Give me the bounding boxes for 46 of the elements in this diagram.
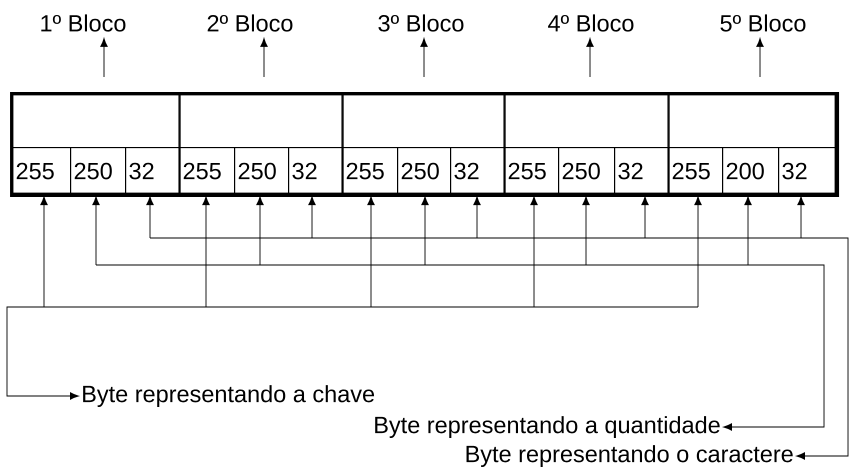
value-cell: 32 <box>614 147 670 196</box>
arrow <box>202 196 210 308</box>
arrow <box>100 38 108 78</box>
description-text: Byte representando a quantidade <box>375 416 720 438</box>
arrow <box>473 196 481 238</box>
arrow <box>150 238 848 460</box>
value-cell: 200 <box>722 147 780 196</box>
value-cell: 32 <box>125 147 180 196</box>
arrow <box>421 196 429 266</box>
arrow <box>582 196 590 266</box>
arrow <box>256 196 264 266</box>
value-cell: 32 <box>450 147 506 196</box>
value-cell: 255 <box>668 147 724 196</box>
block-label: 2º Bloco <box>208 14 292 32</box>
arrow <box>694 196 702 308</box>
arrow <box>586 38 594 78</box>
value-cell: 250 <box>558 147 616 196</box>
value-cell: 32 <box>778 147 838 196</box>
value-cell: 255 <box>12 147 72 196</box>
block-label: 5º Bloco <box>720 14 806 32</box>
block-label: 3º Bloco <box>378 14 464 32</box>
block-label: 1º Bloco <box>41 14 126 32</box>
value-cell: 255 <box>342 147 398 196</box>
arrow <box>641 196 649 238</box>
value-cell: 250 <box>70 147 126 196</box>
value-cell: 255 <box>179 147 236 196</box>
arrow <box>96 264 824 431</box>
arrow <box>420 38 428 78</box>
arrow <box>756 38 764 78</box>
description-text: Byte representando a chave <box>83 385 374 407</box>
arrow <box>40 196 48 308</box>
block-label: 4º Bloco <box>548 14 634 32</box>
arrow <box>744 196 752 266</box>
arrow <box>260 38 268 78</box>
arrow <box>308 196 316 238</box>
arrow <box>367 196 375 308</box>
value-cell: 250 <box>397 147 452 196</box>
description-text: Byte representando o caractere <box>466 445 793 467</box>
arrow <box>92 196 100 266</box>
arrow <box>797 196 805 238</box>
value-cell: 255 <box>504 147 560 196</box>
arrow <box>146 196 154 238</box>
arrow <box>6 306 698 400</box>
value-cell: 250 <box>234 147 290 196</box>
value-cell: 32 <box>288 147 344 196</box>
arrow <box>530 196 538 308</box>
